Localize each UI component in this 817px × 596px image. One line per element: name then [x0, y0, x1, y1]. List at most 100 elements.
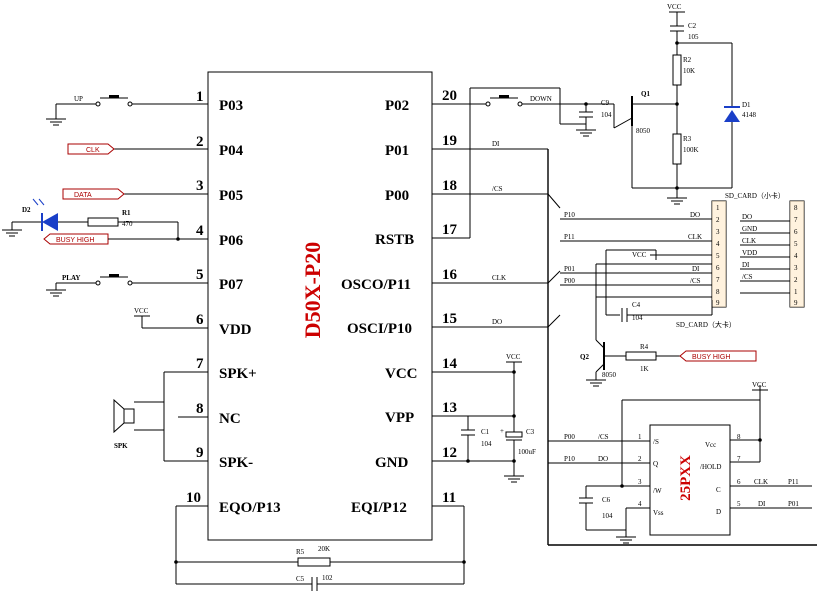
play-label: PLAY — [62, 274, 80, 282]
r1-value: 470 — [122, 220, 133, 228]
pin-number: 12 — [442, 445, 457, 461]
ground-icon — [586, 379, 606, 387]
left-pin-9: 9 SPK- — [164, 445, 253, 471]
resistor-icon — [672, 54, 682, 86]
left-pin-1: 1 P03 — [132, 89, 243, 114]
flash-chip: 25PXX /S Q /W Vss Vcc /HOLD C D 1 2 3 4 … — [548, 381, 812, 544]
left-pin-6: 6 VDD — [142, 312, 252, 338]
r4-value: 1K — [640, 365, 649, 373]
pin-number: 10 — [186, 490, 201, 506]
sd-pin: 3 — [794, 264, 798, 272]
ground-icon — [576, 129, 596, 137]
pin-number: 3 — [196, 178, 204, 194]
flash-pin-num: 3 — [638, 478, 642, 486]
right-pin-18: 18 P00 — [385, 178, 548, 204]
data-port: DATA — [62, 188, 125, 200]
pin-number: 2 — [196, 134, 204, 150]
flash-pin-num: 1 — [638, 433, 642, 441]
sd-right-label: /CS — [742, 273, 753, 281]
sd-pin: 3 — [716, 228, 720, 236]
pin-number: 18 — [442, 178, 457, 194]
flash-pin-num: 6 — [737, 478, 741, 486]
pin-name: P05 — [219, 188, 243, 204]
pin-name: P02 — [385, 98, 409, 114]
left-pin-10: 10 EQO/P13 — [176, 490, 281, 516]
sd-pin: 6 — [716, 264, 720, 272]
down-label: DOWN — [530, 95, 552, 103]
spk-label: SPK — [114, 442, 128, 450]
right-pin-16: 16 OSCO/P11 — [341, 267, 548, 293]
resistor-icon — [87, 217, 119, 227]
bus — [547, 149, 817, 546]
flash-net: DI — [758, 500, 766, 508]
c4-label: C4 — [632, 301, 641, 309]
sd-net: P10 — [564, 211, 575, 219]
flash-net: P01 — [788, 500, 799, 508]
c9-value: 104 — [601, 111, 612, 119]
c1-label: C1 — [481, 428, 490, 436]
right-pin-12: 12 GND — [375, 445, 514, 471]
net-clk-label: CLK — [492, 274, 506, 282]
sd-net: P01 — [564, 265, 575, 273]
right-pin-20: 20 P02 — [385, 88, 470, 114]
r3-label: R3 — [683, 135, 692, 143]
pin-name: P01 — [385, 143, 409, 159]
flash-pin-num: 2 — [638, 455, 642, 463]
flash-pin: C — [716, 486, 721, 494]
left-pin-4: 4 P06 — [178, 223, 244, 249]
clk-port: CLK — [67, 143, 115, 155]
pin-number: 13 — [442, 400, 457, 416]
bottom-oscillator: R5 20K C5 102 — [174, 506, 466, 591]
vdd-vcc: VCC — [134, 307, 150, 328]
flash-pin: /HOLD — [700, 463, 721, 471]
flash-pin-num: 8 — [737, 433, 741, 441]
net-cs-label: /CS — [492, 185, 503, 193]
pin-name: P04 — [219, 143, 244, 159]
sd-pin: 6 — [794, 228, 798, 236]
c3-value: 100uF — [518, 448, 536, 456]
r5-value: 20K — [318, 545, 330, 553]
left-pin-2: 2 P04 — [114, 134, 244, 159]
pin-number: 19 — [442, 133, 457, 149]
pin-name: EQO/P13 — [219, 500, 281, 516]
sd-pin: 9 — [794, 299, 798, 307]
q1-type: 8050 — [636, 127, 651, 135]
data-port-label: DATA — [74, 192, 92, 199]
flash-net: /CS — [598, 433, 609, 441]
flash-net: DO — [598, 455, 608, 463]
led-icon — [42, 213, 58, 231]
sd-net: P11 — [564, 233, 575, 241]
right-pin-19: 19 P01 — [385, 133, 548, 159]
ground-icon — [2, 229, 22, 237]
flash-pin: D — [716, 508, 721, 516]
c5-value: 102 — [322, 574, 333, 582]
flash-pin-num: 4 — [638, 500, 642, 508]
flash-pin: Vcc — [705, 441, 716, 449]
flash-net: CLK — [754, 478, 768, 486]
diode-icon — [724, 110, 740, 122]
q2-label: Q2 — [580, 353, 589, 361]
right-pin-13: 13 VPP — [385, 400, 514, 426]
flash-net: P10 — [564, 455, 575, 463]
ground-icon — [667, 197, 687, 205]
pin-number: 20 — [442, 88, 457, 104]
pin-number: 5 — [196, 267, 204, 283]
sd-pin: 5 — [794, 240, 798, 248]
right-pin-11: 11 EQI/P12 — [351, 490, 464, 516]
d1-label: D1 — [742, 101, 751, 109]
vcc-label: VCC — [134, 307, 149, 315]
d2-label: D2 — [22, 206, 31, 214]
sd-pin: 4 — [716, 240, 720, 248]
left-pin-8: 8 NC — [178, 401, 241, 427]
main-chip: D50X-P20 1 P03 2 P04 3 P05 4 P06 5 P07 — [114, 71, 548, 541]
c5-label: C5 — [296, 575, 305, 583]
pin-number: 1 — [196, 89, 204, 105]
r1-label: R1 — [122, 209, 131, 217]
pin-name: GND — [375, 455, 409, 471]
pin-name: VPP — [385, 410, 414, 426]
right-pin-15: 15 OSCI/P10 — [347, 311, 548, 337]
pin-number: 17 — [442, 222, 458, 238]
sd-net: DO — [690, 211, 700, 219]
pin-name: OSCO/P11 — [341, 277, 411, 293]
pin-number: 6 — [196, 312, 204, 328]
